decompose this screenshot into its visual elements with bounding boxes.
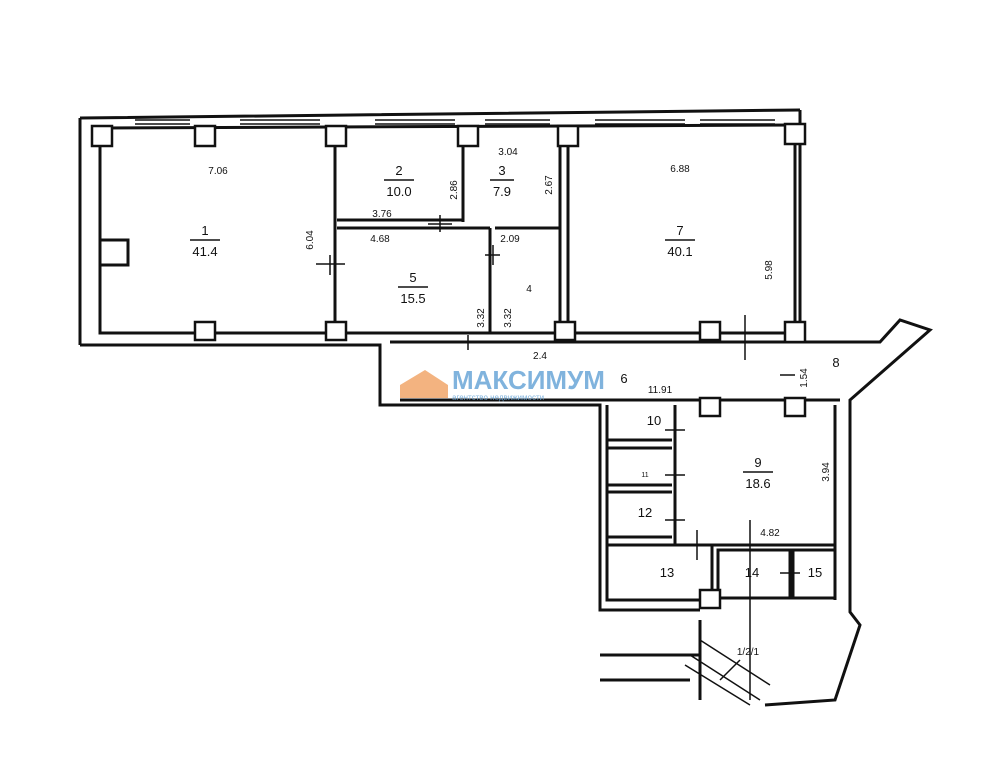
dimension: 3.32 xyxy=(476,308,487,328)
room-area: 40.1 xyxy=(667,244,692,259)
dimension: 4.82 xyxy=(760,528,780,539)
room-number: 11 xyxy=(641,472,648,479)
room-area: 7.9 xyxy=(493,184,511,199)
dimension: 3.76 xyxy=(372,209,392,220)
watermark-tagline: агентство недвижимости xyxy=(452,393,544,402)
dimension: 3.04 xyxy=(498,147,518,158)
watermark-brand: МАКСИМУМ xyxy=(452,365,605,395)
watermark-logo: МАКСИМУМ агентство недвижимости xyxy=(400,365,605,402)
dimension: 11.91 xyxy=(648,385,673,396)
room-number: 12 xyxy=(638,505,652,520)
room-number: 7 xyxy=(676,223,683,238)
dimension: 7.06 xyxy=(208,166,228,177)
walls xyxy=(78,108,933,707)
room-number: 13 xyxy=(660,565,674,580)
room-number: 14 xyxy=(745,565,759,580)
house-icon xyxy=(400,370,448,398)
room-number: 2 xyxy=(395,163,402,178)
room-number: 6 xyxy=(620,371,627,386)
dimension: 5.98 xyxy=(764,260,775,280)
room-number: 4 xyxy=(526,284,532,295)
dimension-labels: 7.06 6.04 3.76 2.86 3.04 2.67 4.68 3.32 … xyxy=(208,147,832,658)
dimension: 3.94 xyxy=(821,462,832,482)
dimension: 3.32 xyxy=(503,308,514,328)
room-number: 10 xyxy=(647,413,661,428)
dimension: 6.88 xyxy=(670,164,690,175)
columns xyxy=(90,122,807,610)
room-number: 5 xyxy=(409,270,416,285)
room-number: 8 xyxy=(832,355,839,370)
room-area: 10.0 xyxy=(386,184,411,199)
door-marks xyxy=(316,215,800,700)
windows xyxy=(135,119,775,125)
dimension: 1.54 xyxy=(799,368,810,388)
dimension: 2.67 xyxy=(544,175,555,195)
dimension: 2.4 xyxy=(533,351,547,362)
stair-label: 1/2/1 xyxy=(737,647,760,658)
room-number: 3 xyxy=(498,163,505,178)
room-number: 9 xyxy=(754,455,761,470)
dimension: 2.86 xyxy=(449,180,460,200)
room-area: 18.6 xyxy=(745,476,770,491)
room-number: 1 xyxy=(201,223,208,238)
dimension: 6.04 xyxy=(305,230,316,250)
room-area: 15.5 xyxy=(400,291,425,306)
room-labels: 1 41.4 2 10.0 3 7.9 4 5 15.5 6 7 40.1 8 … xyxy=(190,163,840,580)
dimension: 2.09 xyxy=(500,234,520,245)
dimension: 4.68 xyxy=(370,234,390,245)
room-area: 41.4 xyxy=(192,244,217,259)
room-number: 15 xyxy=(808,565,822,580)
